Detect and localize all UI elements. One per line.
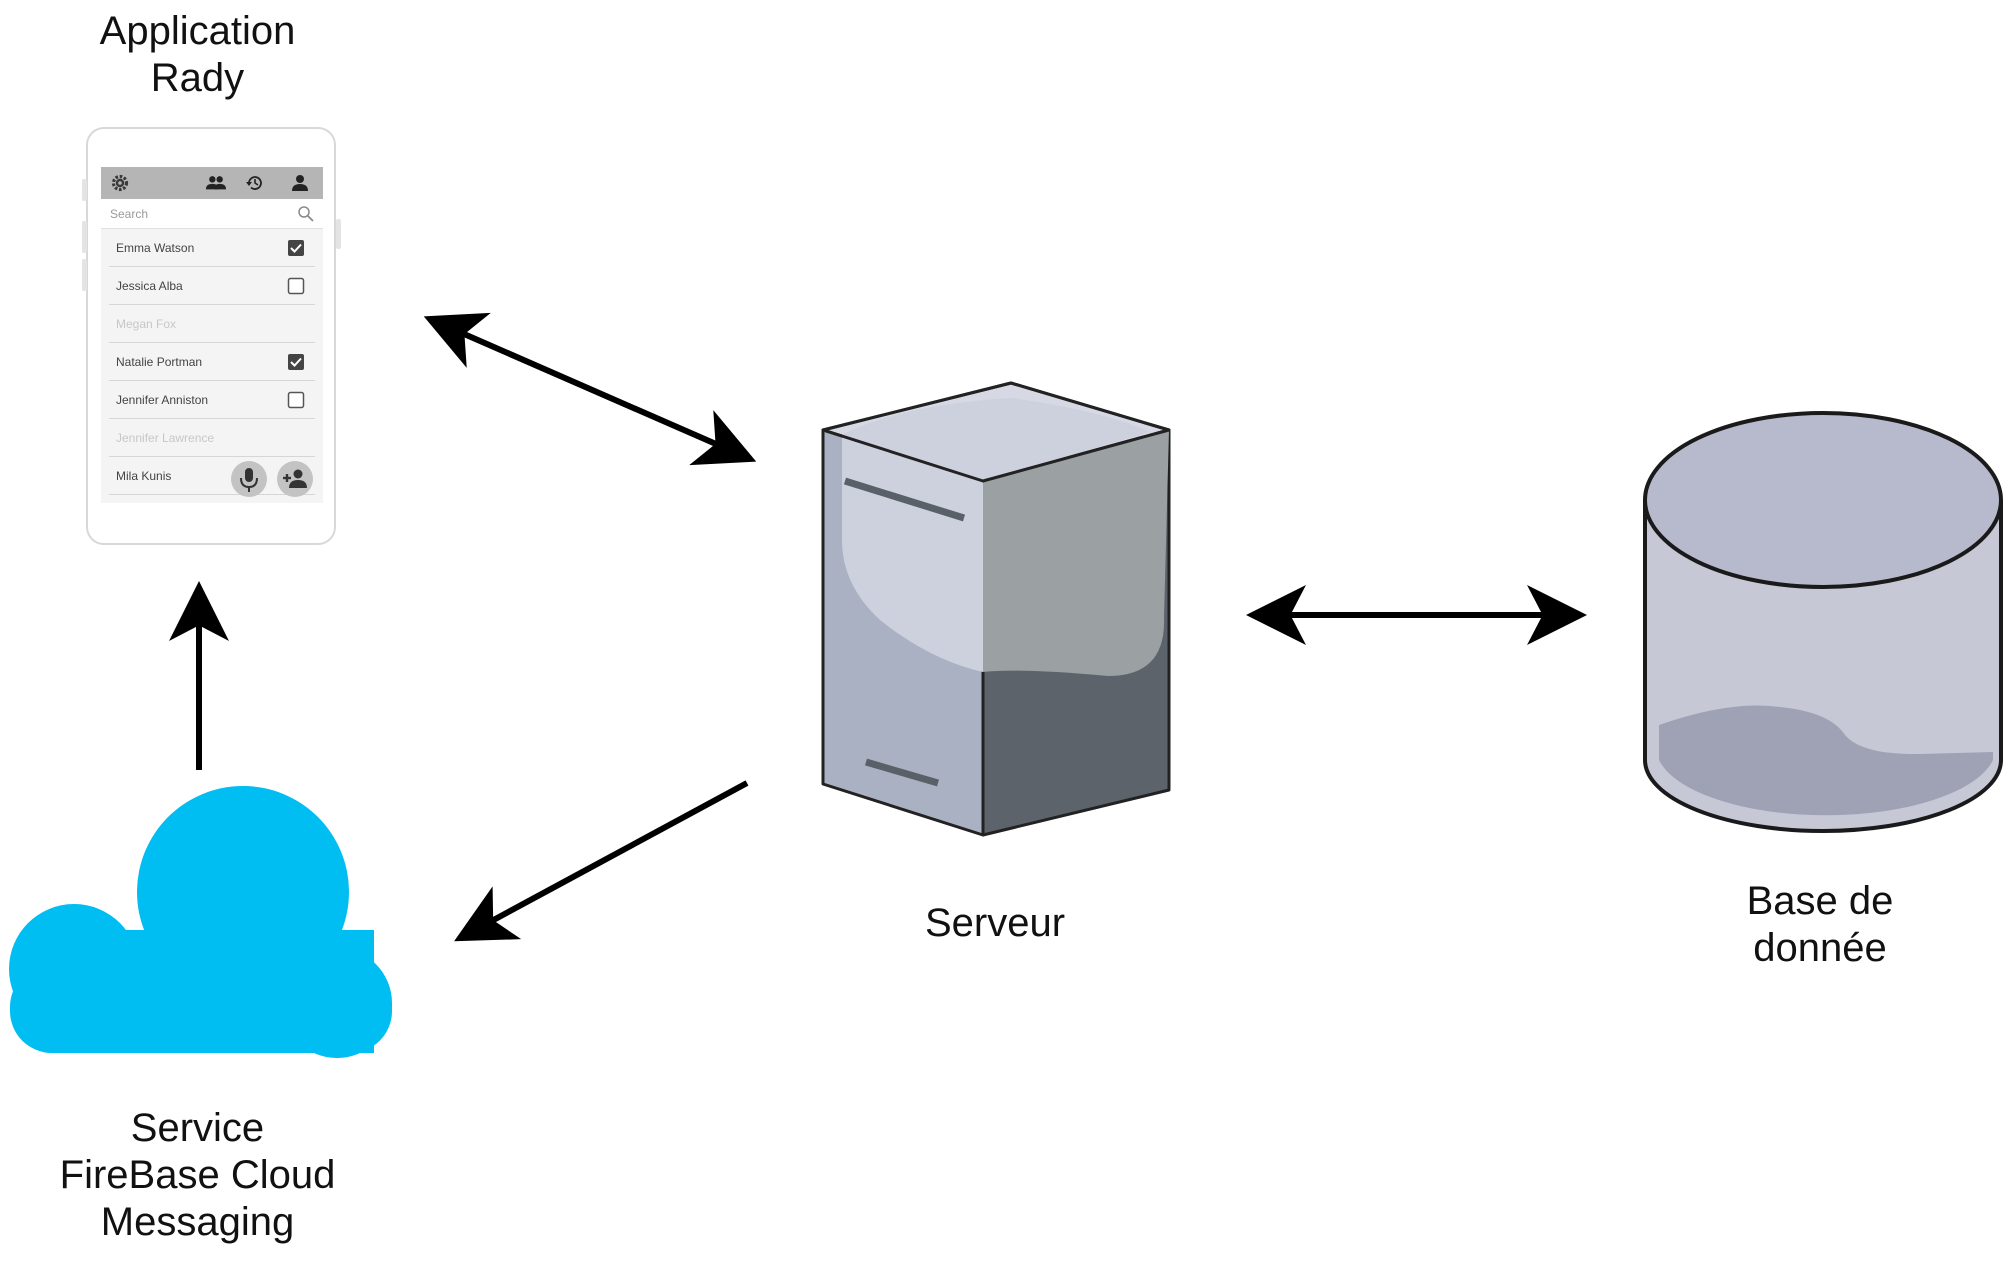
contact-name: Natalie Portman [116, 355, 203, 369]
person-icon[interactable] [289, 173, 311, 193]
checkbox-checked[interactable] [287, 239, 305, 257]
checkbox-checked[interactable] [287, 353, 305, 371]
search-bar[interactable]: Search [101, 199, 323, 229]
history-icon[interactable] [244, 173, 266, 193]
cloud-icon [9, 786, 392, 1058]
contact-row[interactable]: Mila Kunis [109, 457, 315, 495]
checkbox-unchecked[interactable] [287, 277, 305, 295]
contact-row: Jennifer Lawrence [109, 419, 315, 457]
add-person-button[interactable] [277, 461, 313, 497]
contact-name: Jessica Alba [116, 279, 183, 293]
phone-mockup: Search Emma Watson Jessica Alba [82, 127, 341, 545]
contact-name: Jennifer Lawrence [116, 431, 215, 445]
phone-side-button [82, 221, 87, 253]
phone-side-button [82, 259, 87, 291]
contact-name: Jennifer Anniston [116, 393, 209, 407]
microphone-button[interactable] [231, 461, 267, 497]
database-label: Base de donnée [1746, 879, 1894, 970]
contact-row[interactable]: Natalie Portman [109, 343, 315, 381]
contact-name: Emma Watson [116, 241, 195, 255]
contact-row[interactable]: Jennifer Anniston [109, 381, 315, 419]
search-input[interactable]: Search [110, 207, 149, 221]
arrow-server-fcm [454, 780, 749, 942]
fcm-label: Service FireBase Cloud Messaging [59, 1106, 336, 1244]
contact-list: Emma Watson Jessica Alba Megan Fox Natal… [101, 229, 323, 495]
contact-row: Megan Fox [109, 305, 315, 343]
microphone-icon [240, 468, 258, 492]
arrow-app-server [423, 312, 757, 466]
database-icon [1643, 411, 2003, 833]
app-label: Application Rady [99, 9, 296, 100]
server-label: Serveur [924, 901, 1066, 945]
phone-screen: Search Emma Watson Jessica Alba [101, 167, 323, 503]
phone-side-button [336, 219, 341, 249]
server-icon [821, 381, 1171, 837]
contact-name: Mila Kunis [116, 469, 172, 483]
search-icon[interactable] [297, 205, 315, 223]
phone-side-button [82, 179, 87, 201]
add-person-icon [283, 469, 307, 488]
people-icon[interactable] [205, 173, 227, 193]
contact-name: Megan Fox [116, 317, 177, 331]
contact-row[interactable]: Emma Watson [109, 229, 315, 267]
app-toolbar [101, 167, 323, 199]
contact-row[interactable]: Jessica Alba [109, 267, 315, 305]
checkbox-unchecked[interactable] [287, 391, 305, 409]
gear-icon[interactable] [109, 173, 131, 193]
